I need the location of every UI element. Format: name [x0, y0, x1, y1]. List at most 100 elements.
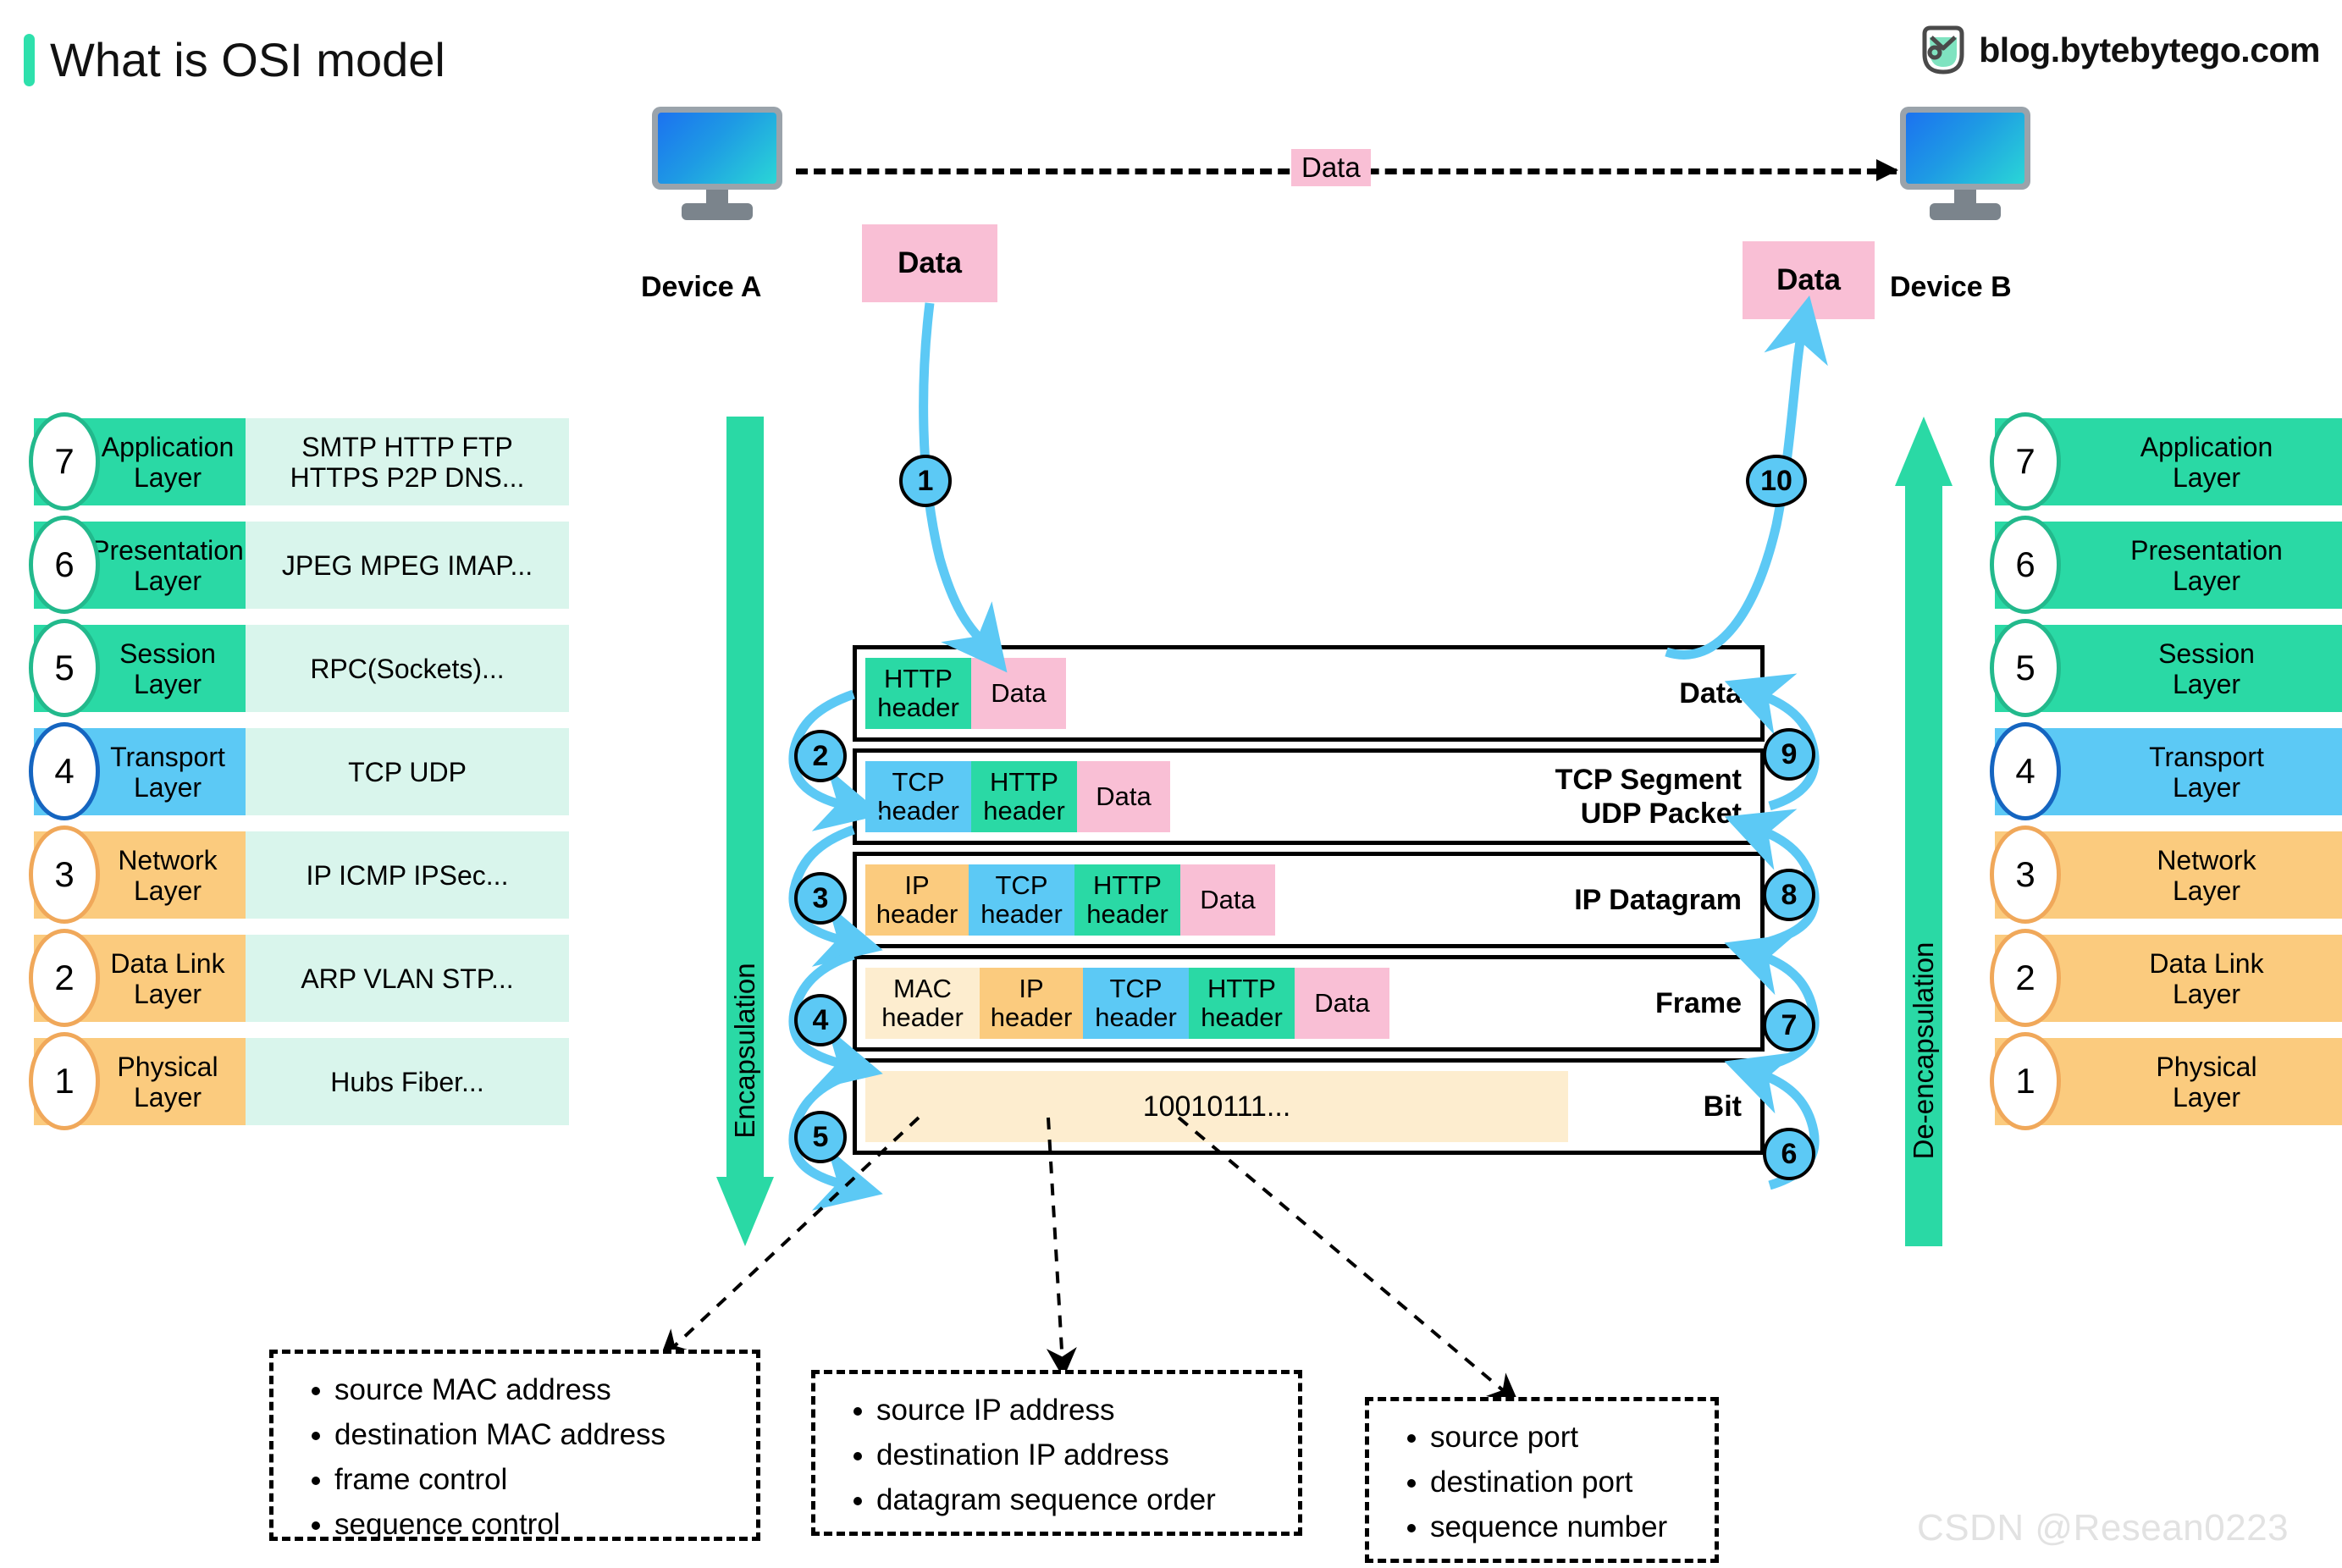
osi-layer-number-5-left: 5 — [29, 619, 100, 717]
step-circle-1: 1 — [899, 455, 952, 507]
device-link-label: Data — [1291, 149, 1371, 186]
device-a-label: Device A — [641, 271, 762, 303]
step-circle-6: 6 — [1763, 1128, 1815, 1180]
callout-item: frame control — [334, 1457, 748, 1502]
step-circle-10: 10 — [1746, 455, 1807, 507]
osi-layer-number-7-right: 7 — [1990, 412, 2061, 511]
pdu-segment-data-row2: Data — [1077, 761, 1170, 832]
pdu-label-3: IP Datagram — [1574, 884, 1742, 916]
osi-layer-number-3-right: 3 — [1990, 825, 2061, 924]
callout-item: source port — [1430, 1415, 1706, 1460]
pdu-segment-data-row1: Data — [971, 658, 1066, 729]
device-a-monitor-icon — [652, 107, 782, 220]
osi-layer-number-2-right: 2 — [1990, 929, 2061, 1027]
osi-layer-number-5-right: 5 — [1990, 619, 2061, 717]
osi-layer-number-3-left: 3 — [29, 825, 100, 924]
osi-layer-number-4-right: 4 — [1990, 722, 2061, 820]
callout-item: source MAC address — [334, 1367, 748, 1412]
osi-protocols-6: JPEG MPEG IMAP... — [246, 522, 569, 609]
page-header: What is OSI model — [24, 32, 445, 87]
pdu-label-1: Data — [1679, 677, 1742, 709]
step-circle-3: 3 — [794, 872, 847, 925]
device-b-monitor-icon — [1900, 107, 2030, 220]
pdu-row-bit: 10010111...Bit — [853, 1058, 1765, 1155]
osi-layer-number-4-left: 4 — [29, 722, 100, 820]
osi-protocols-2: ARP VLAN STP... — [246, 935, 569, 1022]
encapsulation-arrow: Encapsulation — [716, 417, 774, 1246]
osi-layer-number-1-left: 1 — [29, 1032, 100, 1130]
callout-item: destination IP address — [876, 1433, 1290, 1477]
osi-protocols-3: IP ICMP IPSec... — [246, 831, 569, 919]
pdu-label-5: Bit — [1703, 1090, 1742, 1123]
callout-item: destination MAC address — [334, 1412, 748, 1457]
callout-item: destination port — [1430, 1460, 1706, 1505]
callout-item: sequence control — [334, 1502, 748, 1547]
step-circle-9: 9 — [1763, 728, 1815, 781]
callout-item: datagram sequence order — [876, 1477, 1290, 1522]
tcp-header-callout: source portdestination portsequence numb… — [1365, 1397, 1719, 1563]
callout-item: sequence number — [1430, 1505, 1706, 1549]
osi-layer-number-1-right: 1 — [1990, 1032, 2061, 1130]
brand-watermark: blog.bytebytego.com — [1921, 25, 2320, 75]
source-watermark: CSDN @Resean0223 — [1917, 1507, 2290, 1549]
de-encapsulation-arrow: De-encapsulation — [1895, 417, 1953, 1246]
brand-text: blog.bytebytego.com — [1979, 30, 2320, 69]
device-b-label: Device B — [1890, 271, 2012, 303]
osi-layer-number-7-left: 7 — [29, 412, 100, 511]
encapsulation-label: Encapsulation — [729, 963, 760, 1139]
page-title: What is OSI model — [50, 33, 445, 86]
pdu-segment-data-row4: Data — [1295, 968, 1389, 1039]
step-circle-7: 7 — [1763, 999, 1815, 1052]
osi-protocols-4: TCP UDP — [246, 728, 569, 815]
title-accent-bar — [24, 33, 35, 86]
osi-protocols-1: Hubs Fiber... — [246, 1038, 569, 1125]
ip-header-callout: source IP addressdestination IP addressd… — [811, 1370, 1302, 1536]
pdu-label-4: Frame — [1654, 987, 1742, 1019]
de-encapsulation-label: De-encapsulation — [1908, 941, 1939, 1160]
step-circle-8: 8 — [1763, 869, 1815, 921]
step-circle-5: 5 — [794, 1111, 847, 1163]
osi-layer-number-6-right: 6 — [1990, 516, 2061, 614]
data-box-device-a: Data — [862, 224, 997, 302]
mac-header-callout: source MAC addressdestination MAC addres… — [269, 1350, 760, 1541]
data-box-device-b: Data — [1743, 241, 1875, 319]
step-circle-2: 2 — [794, 730, 847, 782]
osi-layer-number-6-left: 6 — [29, 516, 100, 614]
osi-protocols-5: RPC(Sockets)... — [246, 625, 569, 712]
bytebytego-logo-icon — [1921, 25, 1965, 75]
pdu-segment-data-row3: Data — [1180, 864, 1275, 936]
step-circle-4: 4 — [794, 994, 847, 1046]
